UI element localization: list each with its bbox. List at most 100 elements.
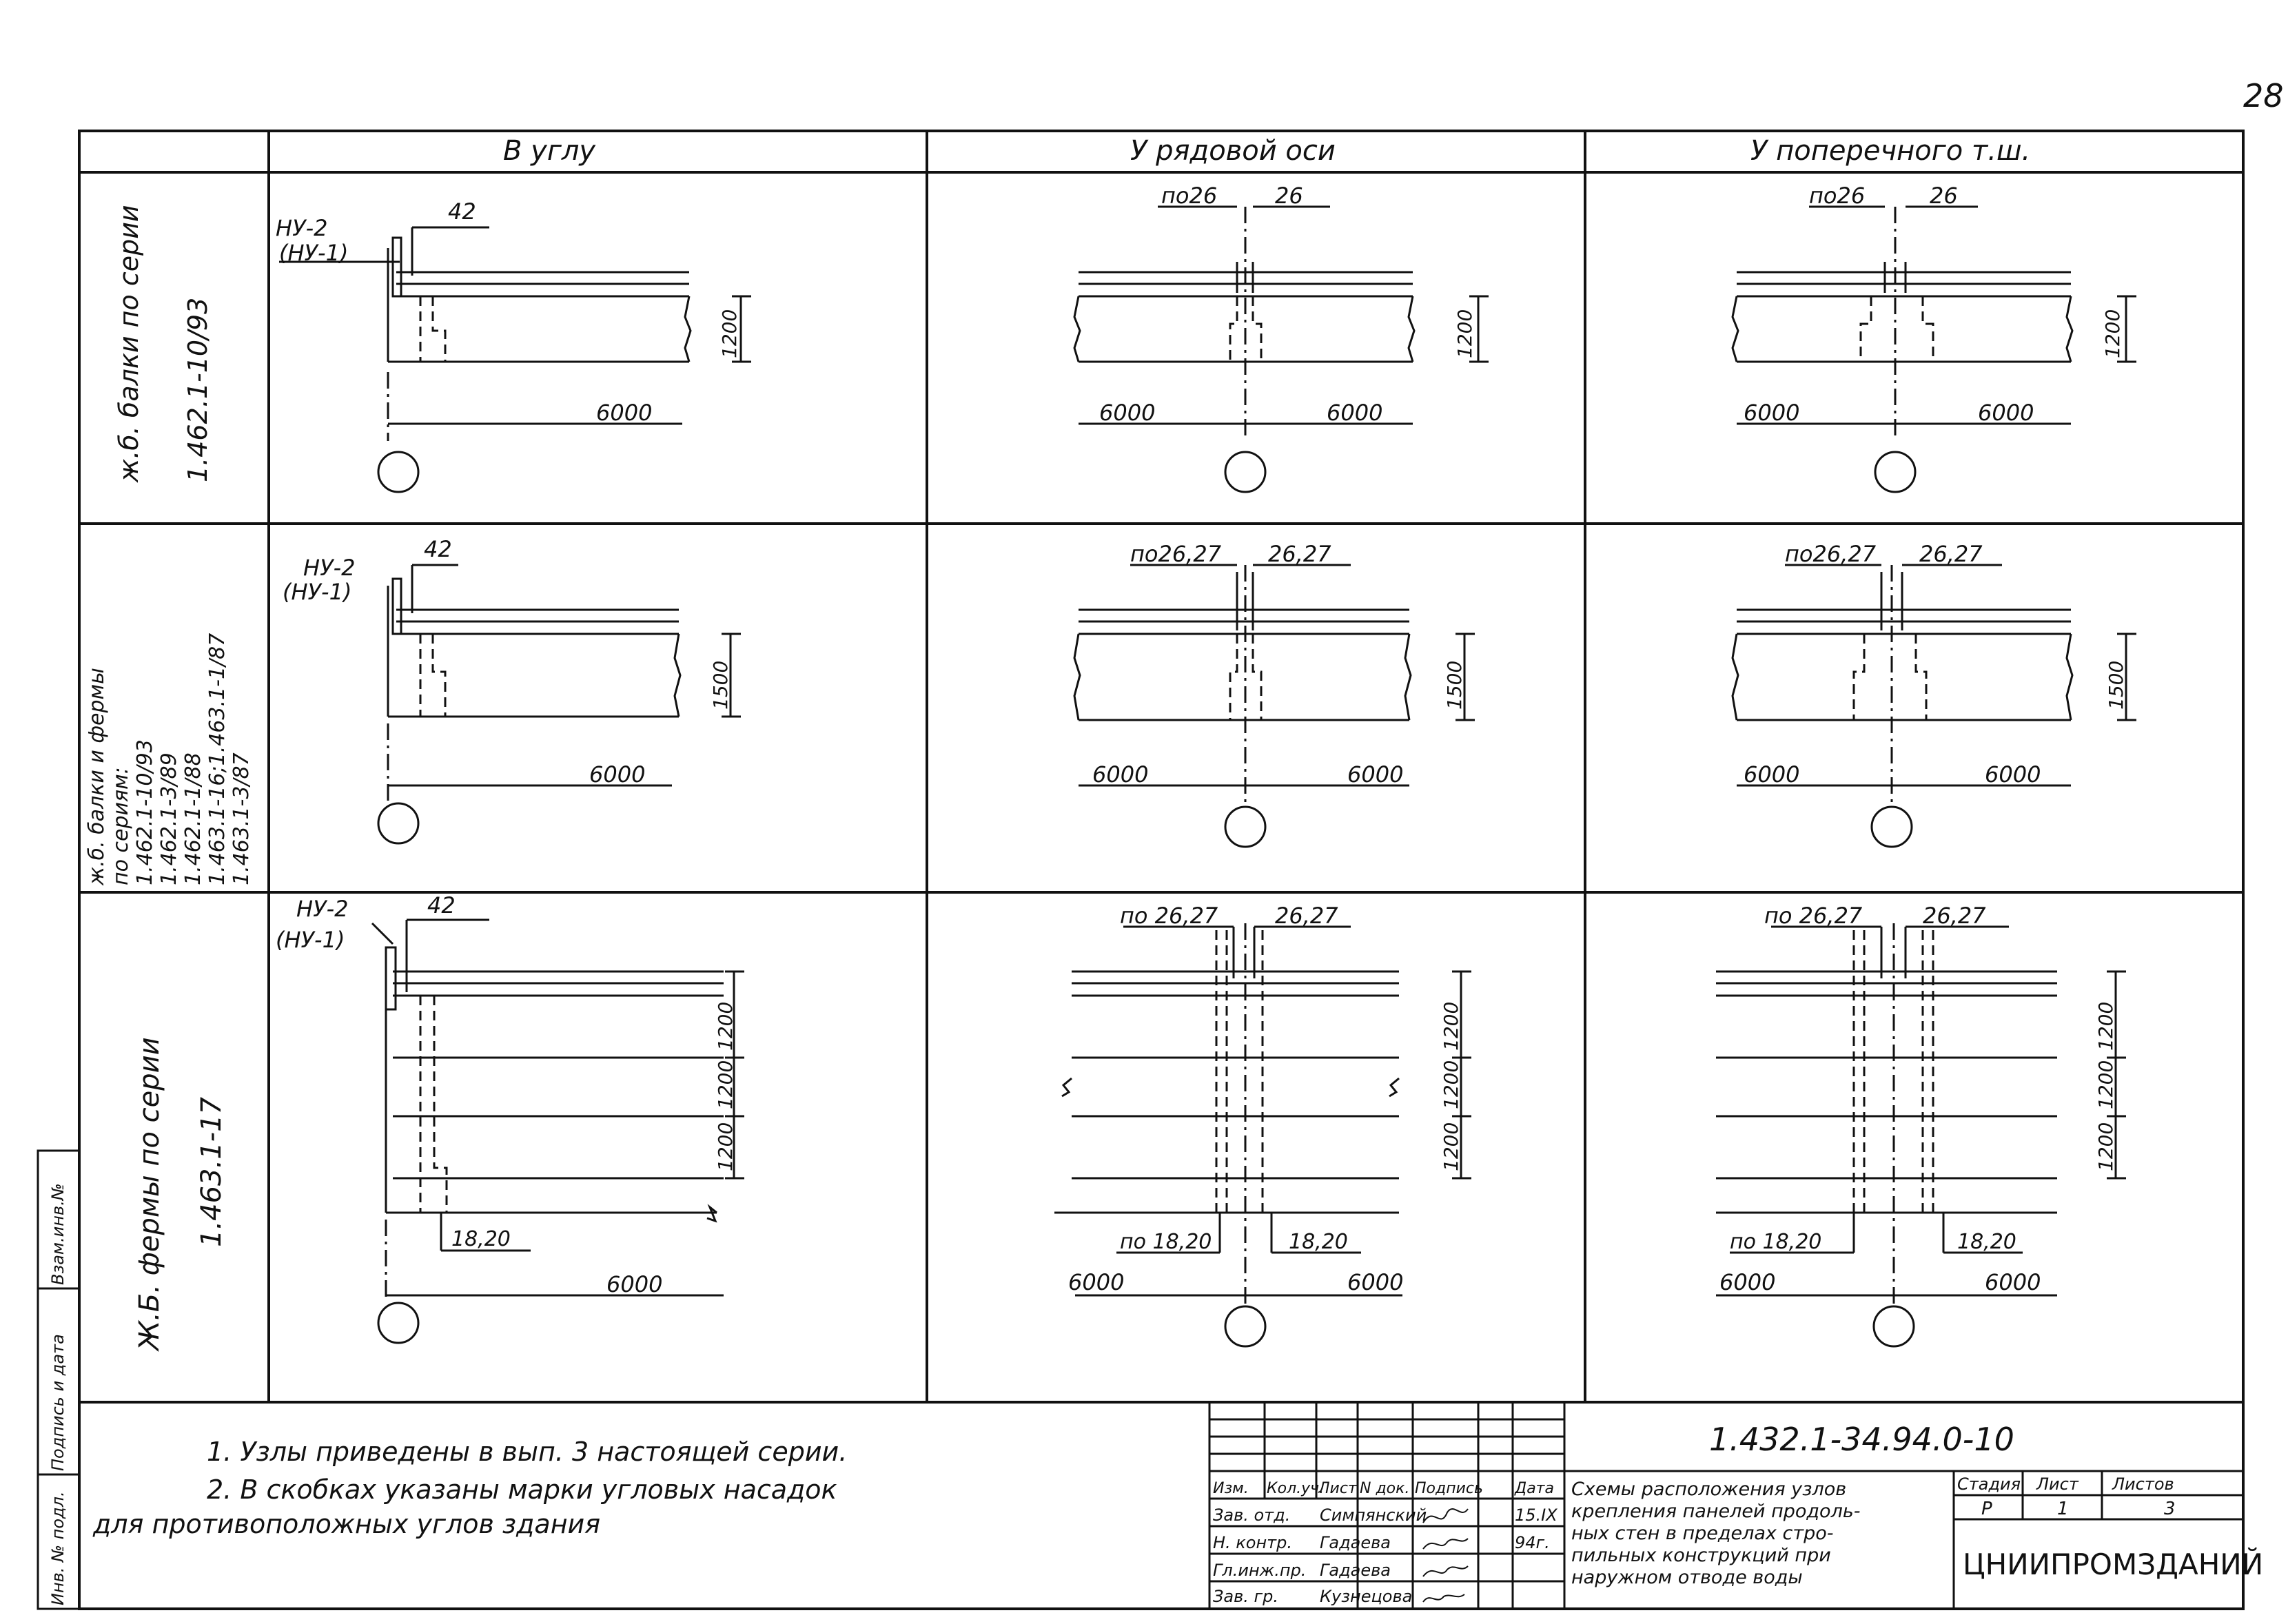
row2-corner-schema: [377, 564, 741, 845]
row2-joint-span-left: 6000: [1744, 761, 1799, 788]
svg-text:1.462.1-10/93: 1.462.1-10/93: [183, 298, 213, 482]
sheet-label: Лист: [2036, 1474, 2079, 1494]
svg-text:1.462.1-10/93: 1.462.1-10/93: [133, 739, 157, 885]
row3-corner-top: 42: [427, 892, 456, 918]
row-label-1: ж.б. балки по серии 1.462.1-10/93: [114, 205, 213, 483]
row1-corner-span: 6000: [596, 400, 652, 426]
hdr-izm: Изм.: [1213, 1480, 1249, 1497]
row3-axis-schema: [1054, 923, 1471, 1348]
row1-corner-schema: [279, 226, 751, 493]
row2-axis-right-mark: 26,27: [1268, 541, 1331, 567]
row2-corner-bracket: (НУ-1): [283, 579, 351, 605]
title-line-3: ных стен в пределах стро-: [1571, 1523, 1833, 1544]
row2-joint-right-mark: 26,27: [1919, 541, 1983, 567]
row3-joint-span-left: 6000: [1719, 1269, 1775, 1295]
title-line-2: крепления панелей продоль-: [1571, 1501, 1860, 1522]
row2-corner-top: 42: [424, 536, 452, 562]
row3-joint-right-mark: 26,27: [1923, 903, 1986, 929]
row3-corner-span: 6000: [606, 1271, 662, 1297]
staff-date-1: 15.IX: [1515, 1505, 1557, 1525]
title-line-4: пильных конструкций при: [1571, 1545, 1831, 1566]
row3-corner-bottom: 18,20: [451, 1227, 511, 1251]
row2-corner-node: НУ-2: [303, 555, 355, 581]
row3-axis-height-2: 1200: [1440, 1060, 1462, 1109]
row3-axis-bottom-left: по 18,20: [1120, 1230, 1212, 1254]
svg-text:1.463.1-17: 1.463.1-17: [196, 1096, 227, 1247]
staff-name-2: Гадаева: [1320, 1533, 1391, 1552]
side-stamp: [37, 1149, 81, 1610]
row2-axis-left-mark: по26,27: [1130, 541, 1222, 567]
row3-axis-span-left: 6000: [1068, 1269, 1124, 1295]
row3-corner-height-1: 1200: [714, 1002, 737, 1051]
row3-axis-height-3: 1200: [1440, 1122, 1462, 1171]
row3-joint-schema: [1716, 923, 2126, 1348]
row3-axis-bottom-right: 18,20: [1289, 1230, 1348, 1254]
row2-joint-schema: [1731, 564, 2136, 848]
hdr-list: Лист: [1318, 1480, 1358, 1497]
row1-axis-right-mark: 26: [1275, 183, 1303, 209]
row1-corner-height: 1200: [718, 309, 741, 358]
row3-corner-height-3: 1200: [714, 1122, 737, 1171]
row2-axis-span-left: 6000: [1092, 761, 1148, 788]
note-3: для противоположных углов здания: [92, 1509, 600, 1539]
staff-role-2: Н. контр.: [1213, 1533, 1292, 1552]
row2-joint-span-right: 6000: [1985, 761, 2041, 788]
row2-axis-span-right: 6000: [1347, 761, 1403, 788]
row1-joint-span-left: 6000: [1744, 400, 1799, 426]
row2-axis-schema: [1073, 564, 1475, 848]
row3-axis-left-mark: по 26,27: [1120, 903, 1218, 929]
title-line-5: наружном отводе воды: [1571, 1567, 1803, 1588]
stamp-sign-date: Подпись и дата: [48, 1334, 68, 1471]
row1-axis-left-mark: по26: [1161, 183, 1217, 209]
row1-joint-span-right: 6000: [1978, 400, 2034, 426]
staff-name-1: Симпянский: [1320, 1505, 1427, 1525]
row1-corner-node: НУ-2: [276, 215, 327, 241]
row1-axis-height: 1200: [1453, 309, 1476, 358]
note-1: 1. Узлы приведены в вып. 3 настоящей сер…: [207, 1437, 847, 1467]
title-line-1: Схемы расположения узлов: [1571, 1479, 1846, 1500]
svg-text:ж.б. балки и фермы: ж.б. балки и фермы: [85, 668, 109, 886]
row3-joint-bottom-right: 18,20: [1957, 1230, 2016, 1254]
row1-joint-height: 1200: [2101, 309, 2124, 358]
column-header-axis: У рядовой оси: [1130, 135, 1336, 167]
row3-joint-height-3: 1200: [2094, 1122, 2117, 1171]
row3-joint-bottom-left: по 18,20: [1730, 1230, 1821, 1254]
sheets-value: 3: [2164, 1499, 2176, 1519]
staff-role-3: Гл.инж.пр.: [1213, 1561, 1306, 1580]
row1-axis-span-right: 6000: [1327, 400, 1382, 426]
row1-joint-schema: [1731, 205, 2136, 493]
row2-joint-height: 1500: [2105, 661, 2127, 710]
row3-corner-schema: [371, 918, 744, 1344]
row1-axis-schema: [1073, 205, 1489, 493]
svg-text:1.463.1-3/87: 1.463.1-3/87: [229, 752, 254, 885]
svg-text:1.462.1-3/89: 1.462.1-3/89: [157, 752, 181, 885]
signatures: [1422, 1508, 1469, 1603]
main-frame: [78, 130, 2245, 1610]
sheet-value: 1: [2057, 1499, 2069, 1519]
stage-label: Стадия: [1957, 1474, 2021, 1494]
row3-joint-span-right: 6000: [1985, 1269, 2041, 1295]
hdr-data: Дата: [1514, 1480, 1554, 1497]
column-header-corner: В углу: [503, 135, 596, 167]
row3-joint-height-1: 1200: [2094, 1002, 2117, 1051]
column-header-joint: У поперечного т.ш.: [1750, 135, 2030, 167]
stage-value: Р: [1981, 1499, 1992, 1519]
doc-code: 1.432.1-34.94.0-10: [1709, 1421, 2014, 1458]
row3-corner-height-2: 1200: [714, 1060, 737, 1109]
page-number: 28: [2243, 77, 2284, 114]
row2-axis-height: 1500: [1443, 661, 1466, 710]
row3-joint-left-mark: по 26,27: [1764, 903, 1863, 929]
row1-axis-span-left: 6000: [1099, 400, 1155, 426]
stamp-inv-repl: Взам.инв.№: [48, 1183, 68, 1285]
row-label-2: ж.б. балки и фермы по сериям: 1.462.1-10…: [85, 633, 254, 886]
row3-axis-span-right: 6000: [1347, 1269, 1403, 1295]
staff-role-1: Зав. отд.: [1213, 1505, 1290, 1525]
row1-joint-right-mark: 26: [1930, 183, 1958, 209]
row1-corner-top: 42: [448, 198, 476, 225]
svg-text:1.462.1-1/88: 1.462.1-1/88: [181, 752, 205, 885]
svg-text:ж.б. балки по серии: ж.б. балки по серии: [114, 205, 144, 483]
svg-text:Ж.Б. фермы по серии: Ж.Б. фермы по серии: [134, 1037, 165, 1353]
staff-name-3: Гадаева: [1320, 1561, 1391, 1580]
svg-text:по сериям:: по сериям:: [109, 767, 133, 885]
